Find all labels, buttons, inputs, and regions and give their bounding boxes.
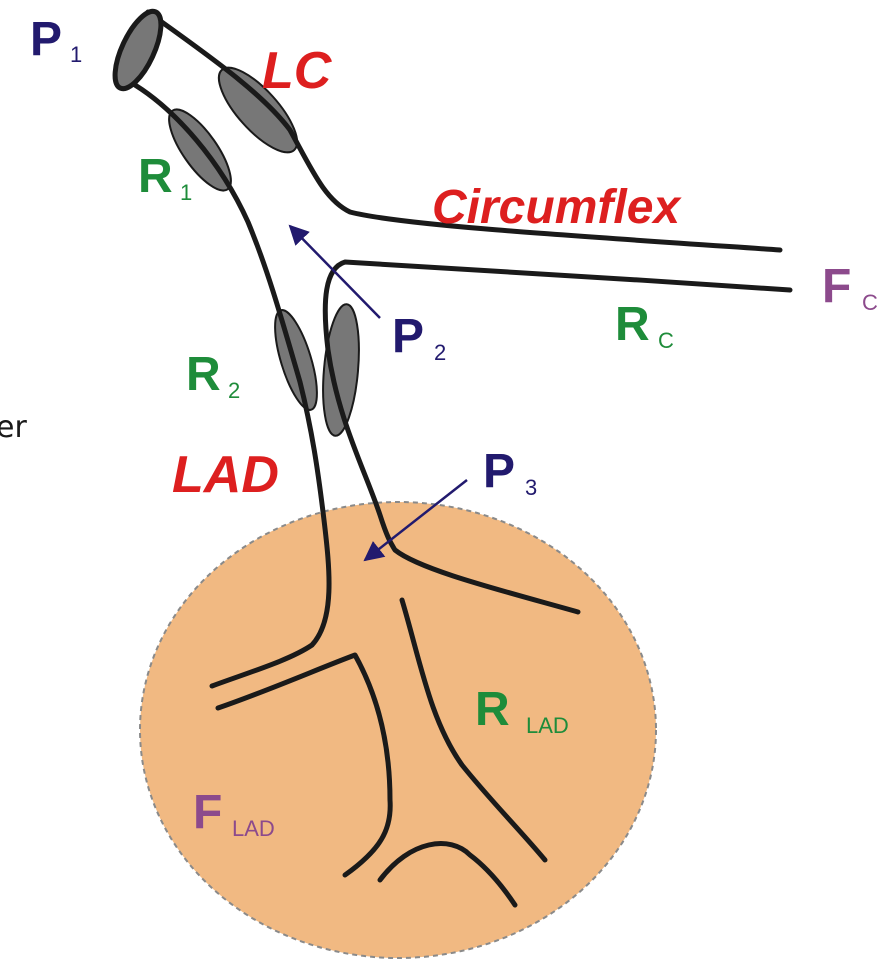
label-rc: R C — [615, 298, 674, 353]
label-flad-main: F — [193, 786, 222, 839]
label-p2: P 2 — [392, 310, 446, 365]
arrow-p2 — [290, 226, 380, 318]
label-p2-sub: 2 — [434, 340, 446, 365]
label-p3-main: P — [483, 445, 515, 498]
label-rc-main: R — [615, 298, 650, 351]
label-r2-main: R — [186, 348, 221, 401]
label-p3: P 3 — [483, 445, 537, 500]
label-p1-sub: 1 — [70, 42, 82, 67]
label-r1-sub: 1 — [180, 180, 192, 205]
label-fc-sub: C — [862, 290, 878, 315]
label-rlad-main: R — [475, 683, 510, 736]
lad-territory — [140, 502, 656, 958]
label-flad-sub: LAD — [232, 816, 275, 841]
label-r2-sub: 2 — [228, 378, 240, 403]
lc-ostium — [106, 5, 171, 95]
partial-edge-text: er — [0, 410, 27, 445]
label-r1-main: R — [138, 150, 173, 203]
label-p3-sub: 3 — [525, 475, 537, 500]
label-p1: P 1 — [30, 13, 82, 67]
label-lc: LC — [262, 42, 333, 100]
label-fc-main: F — [822, 260, 851, 313]
label-lad: LAD — [172, 446, 279, 504]
label-rc-sub: C — [658, 328, 674, 353]
label-rlad-sub: LAD — [526, 713, 569, 738]
label-p1-main: P — [30, 13, 62, 66]
label-fc: F C — [822, 260, 878, 315]
label-p2-main: P — [392, 310, 424, 363]
label-circumflex: Circumflex — [432, 181, 682, 234]
label-r2: R 2 — [186, 348, 240, 403]
